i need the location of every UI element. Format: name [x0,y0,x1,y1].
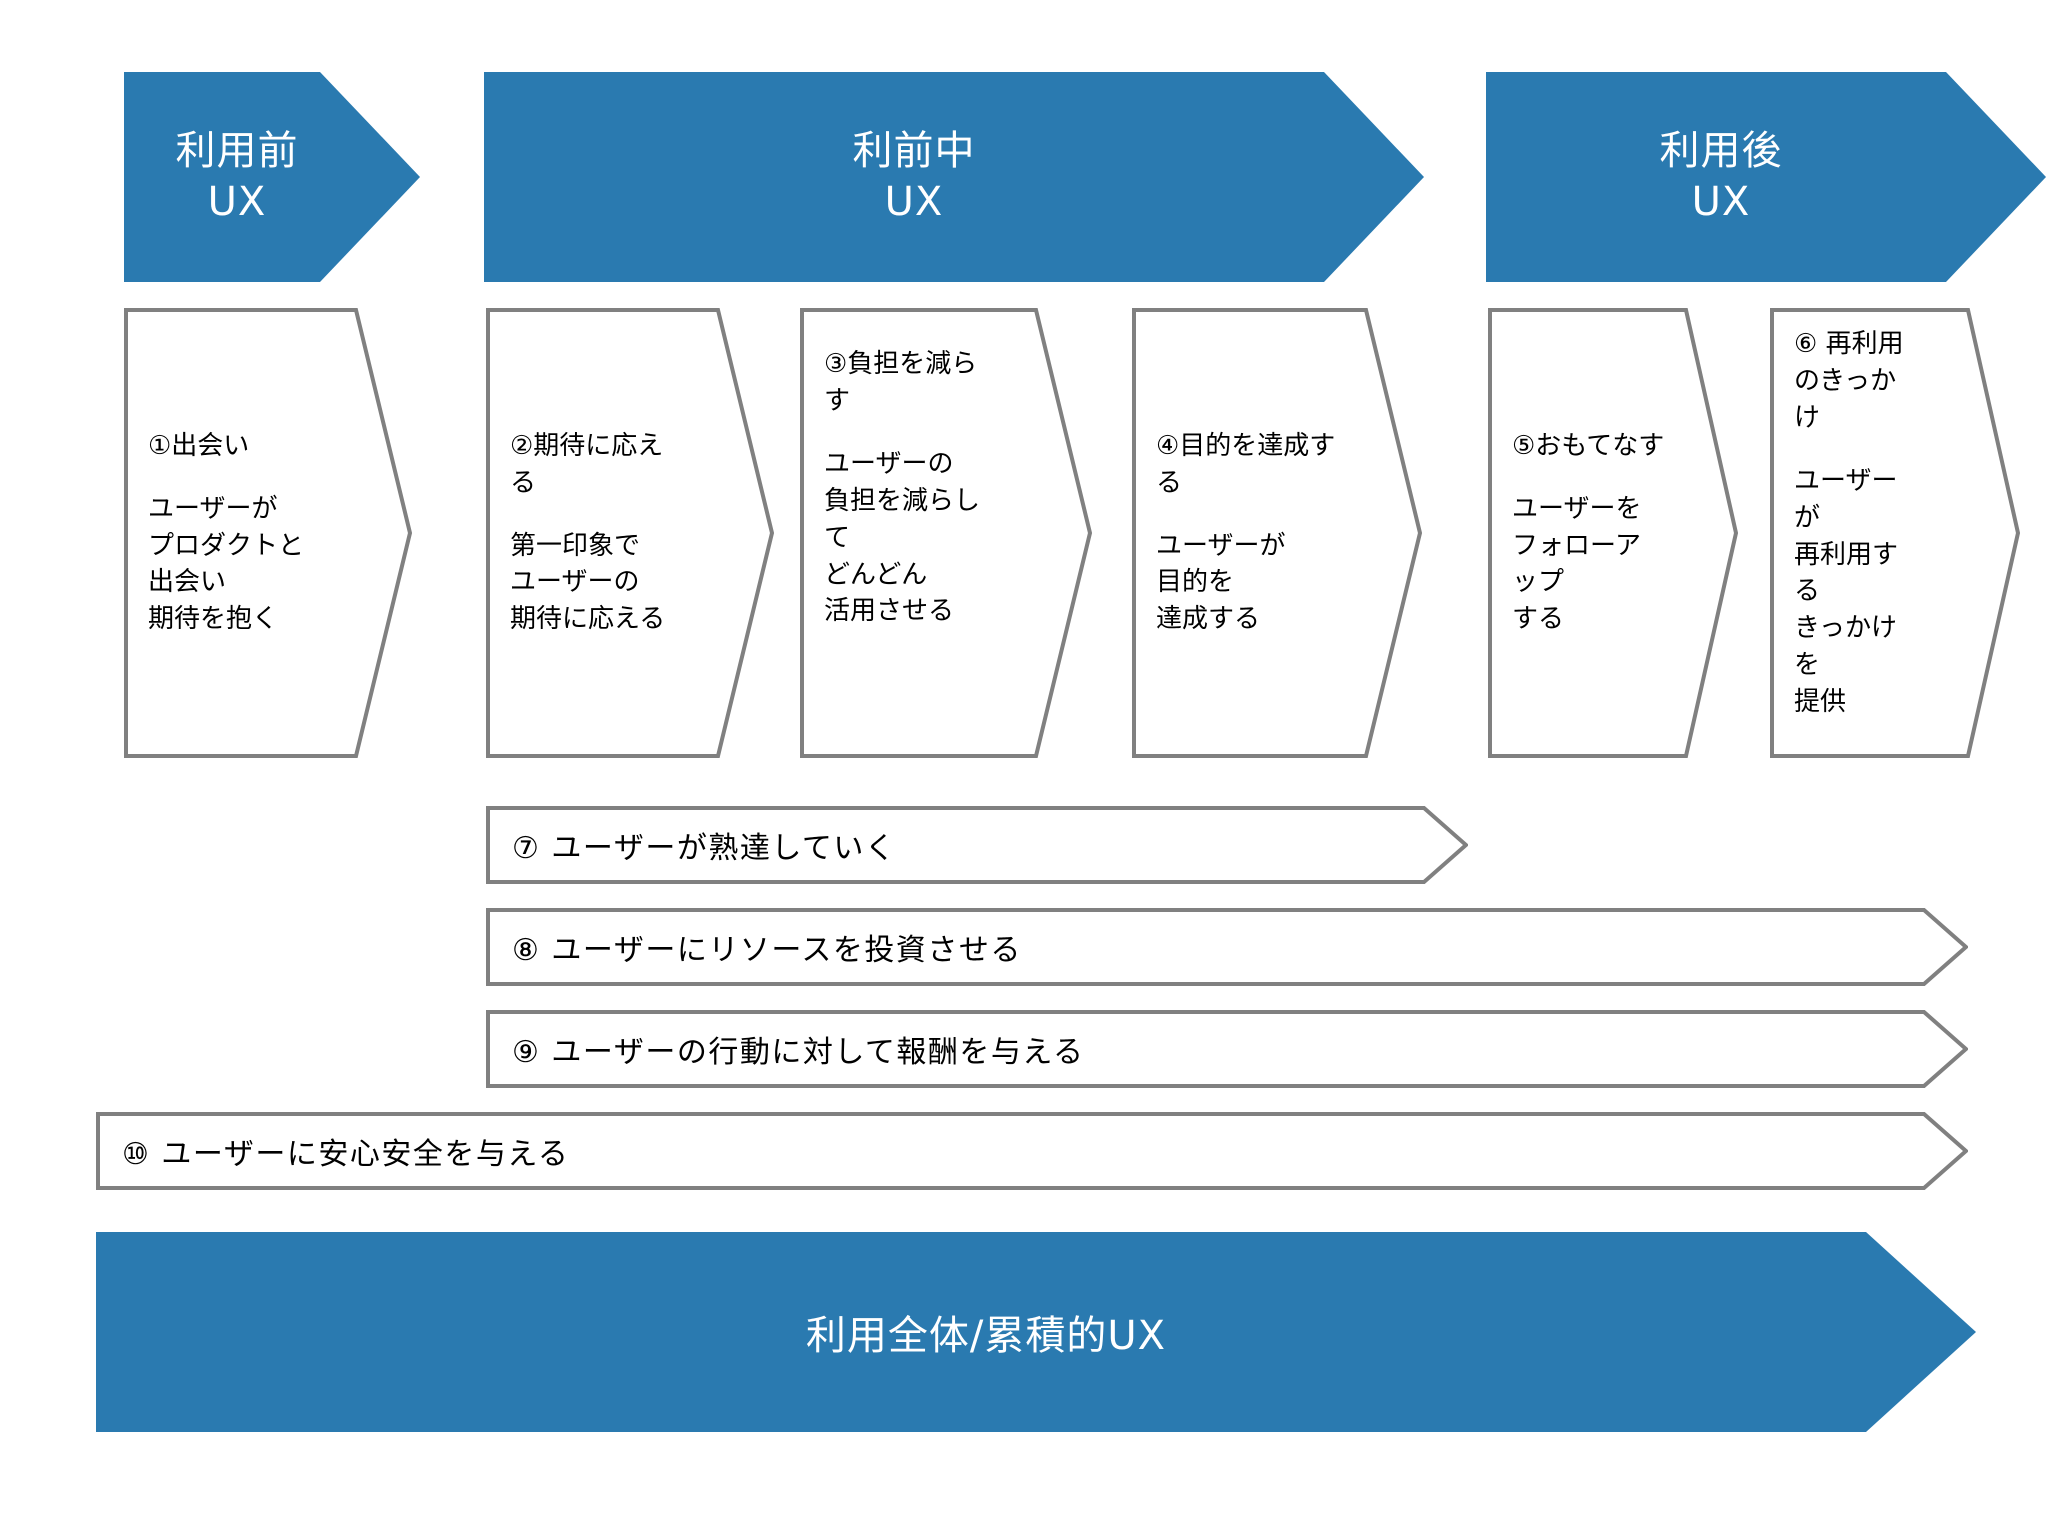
phase-banner-label: 利用前 UX [175,127,299,225]
stage-card-title: ⑥ 再利用 のきっか け [1794,329,1904,433]
stage-card-text: ④目的を達成す る ユーザーが 目的を 達成する [1156,308,1364,758]
long-arrow-label: ⑦ ユーザーが熟達していく [512,831,897,866]
chevron-shape-icon [1488,308,1738,758]
phase-banner-label: 利用後 UX [1659,127,1783,225]
stage-card-text: ②期待に応え る 第一印象で ユーザーの 期待に応える [510,308,716,758]
overall-ux-banner: 利用全体/累積的UX [96,1232,1976,1432]
stage-card-text: ⑤おもてなす ユーザーを フォローア ップ する [1512,308,1692,758]
chevron-shape-icon [800,308,1092,758]
chevron-shape-icon [486,308,774,758]
phase-banner-pre-use: 利用前 UX [124,72,420,282]
long-arrow-8: ⑧ ユーザーにリソースを投資させる [486,908,1968,986]
long-arrow-10: ⑩ ユーザーに安心安全を与える [96,1112,1968,1190]
stage-card-4: ④目的を達成す る ユーザーが 目的を 達成する [1132,308,1422,758]
arrow-shape-icon [96,1112,1968,1190]
stage-card-desc: ユーザーの 負担を減らし て どんどん 活用させる [824,448,981,627]
stage-card-desc: ユーザー が 再利用す る きっかけ を 提供 [1794,465,1899,718]
phase-banner-post-use: 利用後 UX [1486,72,2046,282]
stage-card-title: ②期待に応え る [510,430,664,498]
long-arrow-label: ⑨ ユーザーの行動に対して報酬を与える [512,1035,1085,1070]
long-arrow-9: ⑨ ユーザーの行動に対して報酬を与える [486,1010,1968,1088]
overall-ux-banner-label: 利用全体/累積的UX [805,1313,1167,1359]
stage-card-text: ③負担を減ら す ユーザーの 負担を減らし て どんどん 活用させる [824,308,1034,758]
stage-card-title: ⑤おもてなす [1512,430,1665,461]
stage-card-3: ③負担を減ら す ユーザーの 負担を減らし て どんどん 活用させる [800,308,1092,758]
stage-card-desc: ユーザーが プロダクトと 出会い 期待を抱く [148,493,305,635]
long-arrow-label: ⑩ ユーザーに安心安全を与える [122,1137,570,1172]
arrow-shape-icon [486,1010,1968,1088]
chevron-shape-icon [1770,308,2020,758]
stage-card-1: ①出会い ユーザーが プロダクトと 出会い 期待を抱く [124,308,412,758]
stage-card-desc: ユーザーを フォローア ップ する [1512,493,1642,635]
long-arrow-label: ⑧ ユーザーにリソースを投資させる [512,933,1022,968]
chevron-shape-icon [124,308,412,758]
stage-card-6: ⑥ 再利用 のきっか け ユーザー が 再利用す る きっかけ を 提供 [1770,308,2020,758]
stage-card-desc: 第一印象で ユーザーの 期待に応える [510,530,666,635]
stage-card-desc: ユーザーが 目的を 達成する [1156,530,1286,635]
stage-card-title: ①出会い [148,430,250,461]
phase-banner-during-use: 利前中 UX [484,72,1424,282]
stage-card-title: ③負担を減ら す [824,349,978,416]
long-arrow-7: ⑦ ユーザーが熟達していく [486,806,1468,884]
stage-card-text: ①出会い ユーザーが プロダクトと 出会い 期待を抱く [148,308,354,758]
arrow-shape-icon [486,908,1968,986]
chevron-shape-icon [1132,308,1422,758]
stage-card-title: ④目的を達成す る [1156,430,1336,498]
stage-card-5: ⑤おもてなす ユーザーを フォローア ップ する [1488,308,1738,758]
stage-card-2: ②期待に応え る 第一印象で ユーザーの 期待に応える [486,308,774,758]
arrow-shape-icon [486,806,1468,884]
phase-banner-label: 利前中 UX [852,127,976,225]
stage-card-text: ⑥ 再利用 のきっか け ユーザー が 再利用す る きっかけ を 提供 [1794,308,1976,758]
